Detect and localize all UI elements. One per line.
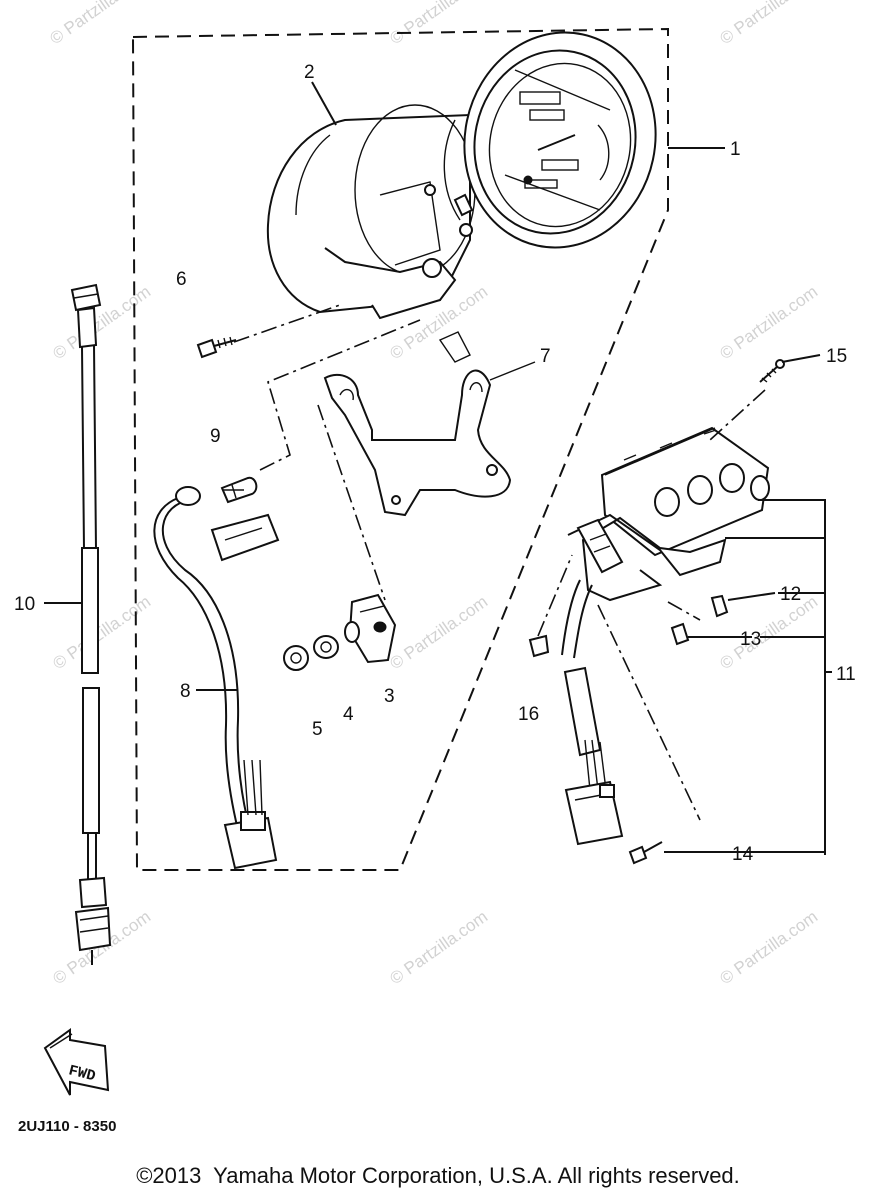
indicator-harness xyxy=(561,579,624,846)
screw-14 xyxy=(628,841,663,865)
leader-lines xyxy=(44,81,832,855)
grommet-16 xyxy=(528,634,550,658)
grommet-3 xyxy=(344,593,397,664)
callout-3: 3 xyxy=(384,686,395,707)
socket-cord-8 xyxy=(153,486,280,870)
fwd-arrow-icon: FWD xyxy=(43,1028,110,1096)
callout-13: 13 xyxy=(740,629,761,650)
fwd-label: FWD xyxy=(67,1062,97,1085)
watermark: © Partzilla.com xyxy=(386,907,491,988)
screw-6 xyxy=(196,336,237,359)
callout-6: 6 xyxy=(176,269,187,290)
copyright-notice: ©2013 Yamaha Motor Corporation, U.S.A. A… xyxy=(136,1163,740,1188)
meter-housing xyxy=(266,104,476,320)
callout-11: 11 xyxy=(836,664,856,685)
callout-2: 2 xyxy=(304,62,315,83)
callout-8: 8 xyxy=(180,681,191,702)
speedometer-cable-10 xyxy=(70,283,112,965)
watermark: © Partzilla.com xyxy=(386,0,491,48)
screw-15 xyxy=(759,359,785,383)
callout-1: 1 xyxy=(730,139,741,160)
callout-15: 15 xyxy=(826,346,847,367)
diagram-code: 2UJ110 - 8350 xyxy=(18,1118,116,1135)
nut-5 xyxy=(283,645,309,671)
watermark: © Partzilla.com xyxy=(716,282,821,363)
watermark: © Partzilla.com xyxy=(49,592,154,673)
assembly-boundary xyxy=(131,27,669,871)
bulb-12 xyxy=(710,594,729,618)
callout-16: 16 xyxy=(518,704,539,725)
callout-10: 10 xyxy=(14,594,35,615)
watermark: © Partzilla.com xyxy=(716,907,821,988)
watermark: © Partzilla.com xyxy=(46,0,151,48)
callout-5: 5 xyxy=(312,719,323,740)
washer-4 xyxy=(313,635,339,659)
callouts: 1 2 3 4 5 6 7 8 9 10 11 12 13 14 15 16 xyxy=(14,62,856,865)
callout-9: 9 xyxy=(210,426,221,447)
callout-7: 7 xyxy=(540,346,551,367)
meter-bracket xyxy=(323,331,512,517)
watermark: © Partzilla.com xyxy=(716,0,821,48)
watermark: © Partzilla.com xyxy=(49,282,154,363)
callout-4: 4 xyxy=(343,704,354,725)
watermark: © Partzilla.com xyxy=(386,592,491,673)
callout-12: 12 xyxy=(780,584,801,605)
indicator-assembly xyxy=(567,426,770,602)
callout-14: 14 xyxy=(732,844,754,865)
bulb-13 xyxy=(670,622,690,646)
watermark: © Partzilla.com xyxy=(716,592,821,673)
speedometer-assembly xyxy=(424,31,657,249)
